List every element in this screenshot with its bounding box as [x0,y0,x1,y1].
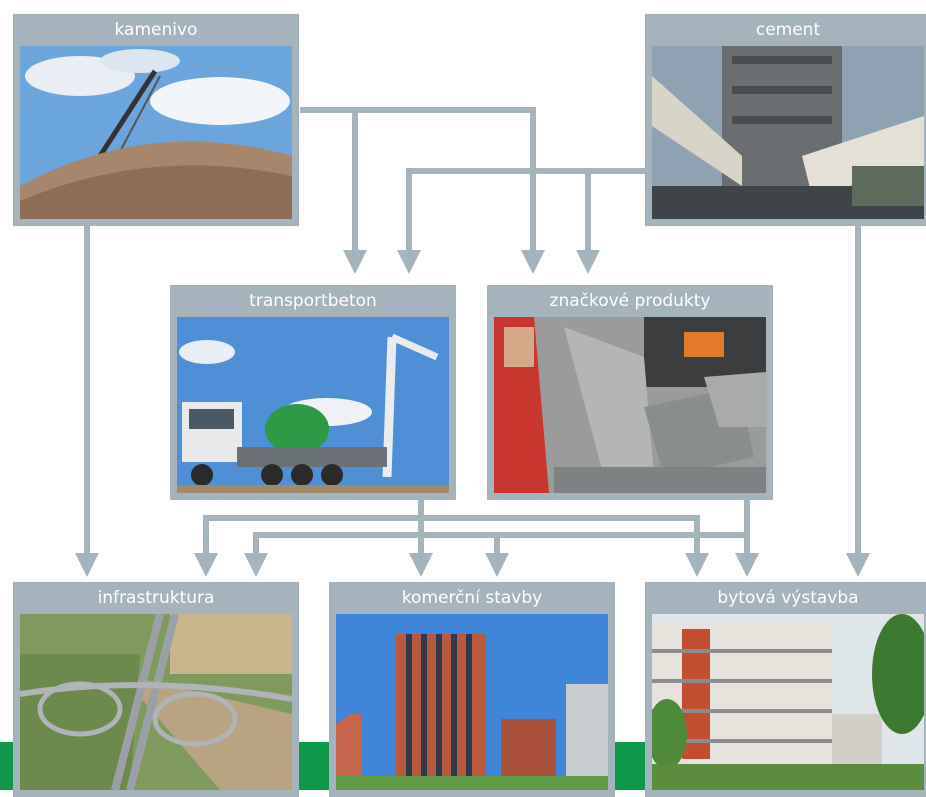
arrow-transportbeton-to-bytova [421,515,709,577]
gravel-pile-conveyor-photo [20,46,292,219]
residential-apartment-building-photo [652,614,924,790]
arrow-cement-to-transportbeton [397,168,648,274]
node-title: infrastruktura [97,588,215,608]
node-title: značkové produkty [549,291,711,311]
node-komercni-stavby: komerční stavby [329,582,615,797]
node-title: bytová výstavba [717,588,859,608]
arrow-znackove-to-infrastruktura [244,532,747,577]
node-kamenivo: kamenivo [13,14,299,226]
commercial-office-building-photo [336,614,608,790]
green-accent-bar-middle [297,742,330,790]
node-infrastruktura: infrastruktura [13,582,299,797]
green-accent-bar-left [0,742,14,790]
concrete-mixer-truck-photo [177,317,449,493]
green-accent-bar-right [613,742,646,790]
highway-interchange-aerial-photo [20,614,292,790]
node-znackove-produkty: značkové produkty [487,285,773,500]
node-title: transportbeton [249,291,377,311]
node-title: cement [755,20,821,40]
arrow-kamenivo-to-transportbeton [300,107,367,274]
arrow-transportbeton-to-infrastruktura [194,515,421,577]
arrow-kamenivo-to-znackove [355,107,545,274]
cement-plant-kiln-photo [652,46,924,219]
pouring-concrete-into-tubs-photo [494,317,766,493]
node-bytova-vystavba: bytová výstavba [645,582,926,797]
node-title: kamenivo [114,20,198,40]
node-transportbeton: transportbeton [170,285,456,500]
node-title: komerční stavby [401,588,543,608]
node-cement: cement [645,14,926,226]
